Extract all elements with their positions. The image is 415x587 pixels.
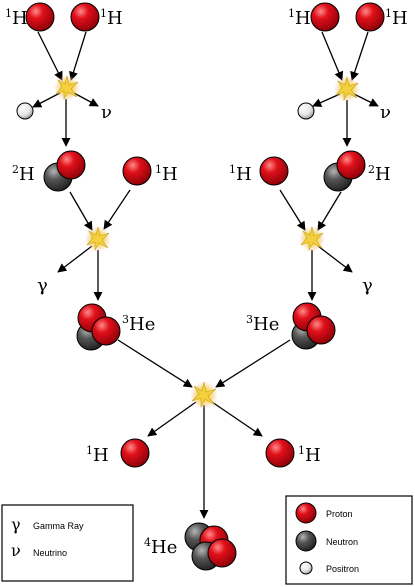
proton	[265, 438, 295, 468]
helium-3-label: 3He	[122, 313, 155, 335]
hydrogen-1-label: 1H	[86, 444, 109, 466]
hydrogen-1-label: 1H	[155, 163, 178, 185]
helium-3-label: 3He	[246, 313, 279, 335]
neutrino-symbol: ν	[11, 541, 21, 560]
legend-item-neutrino: Neutrino	[33, 548, 67, 558]
arrow	[73, 92, 99, 107]
helium4-nucleus	[184, 522, 237, 571]
arrow	[69, 191, 93, 231]
arrow	[69, 31, 87, 81]
neutrino-label: ν	[380, 102, 391, 123]
gamma-ray-label: γ	[362, 275, 373, 296]
legend-item-positron: Positron	[326, 564, 359, 574]
particles	[16, 2, 385, 571]
arrow	[32, 92, 61, 108]
arrow	[37, 31, 63, 81]
reaction-flash	[85, 226, 111, 252]
proton	[259, 156, 289, 186]
neutrino-label: ν	[101, 102, 112, 123]
hydrogen-1-label: 1H	[288, 7, 311, 29]
reaction-flashes	[54, 75, 360, 409]
proton-icon	[295, 502, 317, 524]
legend-item-neutron: Neutron	[326, 537, 358, 547]
positron-icon	[299, 561, 313, 575]
proton	[306, 315, 336, 345]
helium3-nucleus	[76, 303, 121, 351]
positron	[16, 102, 34, 120]
gamma-symbol: γ	[11, 515, 21, 534]
arrow	[321, 31, 344, 81]
deuterium-nucleus	[323, 150, 366, 192]
arrow	[317, 245, 353, 273]
proton	[207, 538, 237, 568]
arrow	[317, 191, 342, 231]
proton	[70, 2, 100, 32]
reaction-arrows	[32, 31, 379, 519]
hydrogen-1-label: 1H	[298, 444, 321, 466]
helium-4-label: 4He	[144, 536, 177, 558]
arrow	[57, 245, 93, 273]
hydrogen-1-label: 1H	[229, 163, 252, 185]
arrow	[215, 339, 291, 388]
neutron-icon	[295, 530, 317, 552]
legend-symbols: γ Gamma Ray ν Neutrino	[1, 504, 134, 582]
reaction-flash	[190, 381, 218, 409]
reaction-flash	[334, 76, 360, 102]
arrow	[103, 189, 131, 230]
gamma-ray-label: γ	[37, 275, 48, 296]
deuterium-nucleus	[43, 150, 86, 192]
helium3-nucleus	[291, 302, 336, 350]
arrow	[312, 93, 341, 107]
arrow	[350, 31, 369, 81]
hydrogen-1-label: 1H	[100, 7, 123, 29]
proton	[25, 2, 55, 32]
hydrogen-1-label: 1H	[5, 7, 28, 29]
arrow	[147, 401, 197, 437]
reaction-flash	[299, 226, 325, 252]
legend-item-proton: Proton	[326, 509, 353, 519]
hydrogen-1-label: 1H	[385, 7, 408, 29]
positron	[297, 102, 315, 120]
legend-item-gamma-ray: Gamma Ray	[33, 521, 84, 531]
proton	[120, 438, 150, 468]
arrow	[117, 339, 193, 388]
legend-particles: Proton Neutron Positron	[285, 495, 413, 585]
proton	[336, 150, 366, 180]
proton	[355, 2, 385, 32]
proton	[122, 156, 152, 186]
arrow	[353, 93, 379, 107]
deuterium-label: 2H	[12, 163, 35, 185]
proton	[91, 316, 121, 346]
reaction-flash	[54, 75, 80, 101]
deuterium-label: 2H	[368, 163, 391, 185]
arrow	[211, 401, 263, 437]
proton	[310, 2, 340, 32]
labels: 1H 1H 1H 1H ν ν 2H 1H 1H 2H γ γ 3He 3He …	[5, 7, 408, 558]
arrow	[279, 189, 306, 231]
proton	[56, 150, 86, 180]
